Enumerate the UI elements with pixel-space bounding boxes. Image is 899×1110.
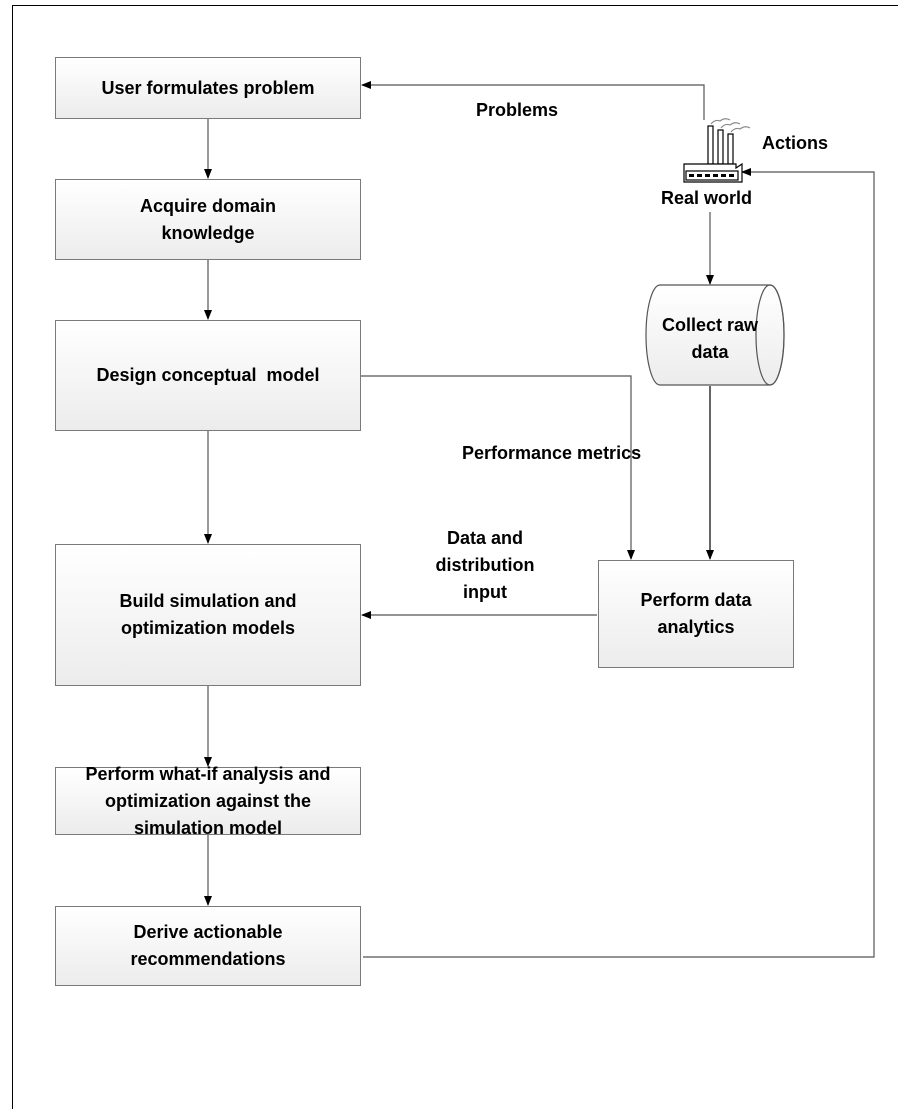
collect-raw-data-label: Collect raw data: [661, 315, 759, 362]
step-derive-label: Derive actionable recommendations: [130, 922, 286, 969]
arrow-actions: [363, 168, 875, 958]
diagram-frame: [12, 5, 898, 1109]
step-formulate-label: User formulates problem: [101, 77, 315, 98]
step-build-label: Build simulation and optimization models: [119, 591, 297, 638]
step-formulate-problem: User formulates problem: [55, 57, 361, 119]
step-whatif-analysis: Perform what-if analysis and optimizatio…: [55, 764, 361, 838]
label-problems: Problems: [476, 100, 559, 120]
step-build-models: Build simulation and optimization models: [55, 544, 361, 686]
step-analytics-label: Perform data analytics: [640, 590, 752, 637]
label-performance-metrics: Performance metrics: [462, 443, 642, 463]
label-data-input-line2: distribution: [435, 555, 535, 575]
step-derive-recommendations: Derive actionable recommendations: [55, 906, 361, 986]
label-real-world: Real world: [661, 188, 753, 208]
step-perform-analytics: Perform data analytics: [598, 560, 794, 668]
label-data-input-line1: Data and: [446, 528, 524, 548]
step-acquire-label: Acquire domain knowledge: [139, 195, 277, 243]
label-data-input-line3: input: [463, 582, 507, 602]
arrow-problems: [361, 81, 705, 120]
label-actions: Actions: [762, 133, 829, 153]
collect-cylinder: [645, 284, 785, 386]
factory-icon: [683, 118, 751, 183]
step-design-label: Design conceptual model: [96, 365, 320, 385]
step-whatif-label: Perform what-if analysis and optimizatio…: [85, 763, 331, 838]
step-design-model: Design conceptual model: [55, 320, 361, 431]
step-acquire-knowledge: Acquire domain knowledge: [55, 179, 361, 260]
arrow-metrics: [361, 375, 635, 560]
label-data-input: Data and distribution input: [415, 525, 555, 606]
